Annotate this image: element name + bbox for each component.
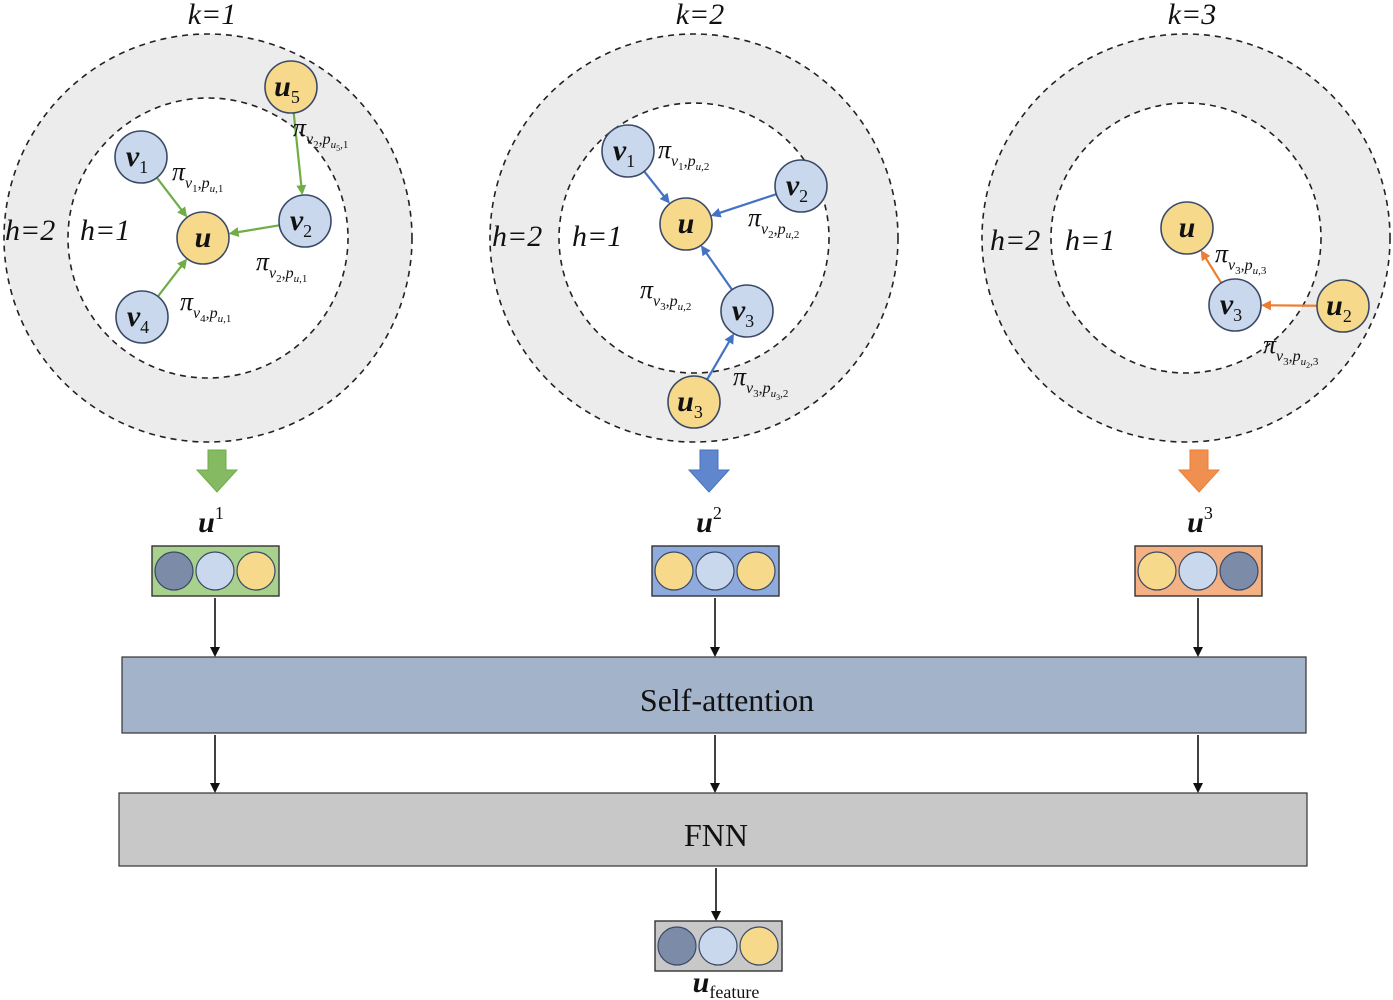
edge-weight-label: πv1,pu,2 — [658, 135, 709, 173]
down-arrow-icon — [195, 449, 239, 493]
edge-v2-to-u — [710, 193, 777, 218]
edge-weight-label: πv2,pu,2 — [748, 203, 799, 241]
node-label: u5 — [274, 70, 300, 107]
edge-v4-to-u — [157, 258, 188, 298]
edge-weight-label: πv4,pu,1 — [180, 287, 231, 325]
embedding-vector-k1 — [151, 545, 280, 597]
k-label: k=3 — [1168, 0, 1217, 31]
edge-weight-label: πv3,pu,3 — [1215, 239, 1267, 277]
edge-v3-to-u — [1200, 250, 1223, 284]
node-label: v1 — [126, 140, 148, 177]
panel-k3: k=3 h=2 h=1 πv3,pu,3 πv3,pu2,3 u v3 u2 u3 — [981, 0, 1391, 597]
edge-v1-to-u — [643, 170, 670, 204]
node-v3: v3 — [720, 284, 774, 338]
panels-layer: k=1 h=2 h=1 πv1,pu,1 πv2,pu,1 πv4,pu,1 πv2,pu5… — [3, 0, 1391, 597]
vector-cell — [154, 551, 194, 591]
node-label: u2 — [1326, 289, 1352, 326]
down-arrow-icon — [1177, 449, 1221, 493]
node-u3: u3 — [667, 375, 721, 429]
vector-cell — [1178, 551, 1218, 591]
node-v1: v1 — [601, 124, 655, 178]
node-v2: v2 — [774, 159, 828, 213]
vector-label: u1 — [198, 503, 224, 539]
output-layer: ufeature — [654, 868, 783, 1000]
edge-v1-to-u — [155, 176, 188, 218]
h1-label: h=1 — [80, 214, 130, 247]
fnn-box — [118, 792, 1308, 867]
vector-cell — [1219, 551, 1259, 591]
vector-cell — [698, 926, 738, 966]
vector-cell — [195, 551, 235, 591]
vector-label: u2 — [696, 503, 722, 539]
vector-cell — [236, 551, 276, 591]
edge-weight-label: πv3,pu2,3 — [1263, 330, 1319, 370]
node-label: u — [195, 221, 212, 254]
node-label: v3 — [1220, 288, 1242, 325]
h2-label: h=2 — [5, 214, 55, 247]
self-attention-box — [121, 656, 1307, 734]
edge-v3-to-u — [700, 245, 733, 291]
node-label: u — [1179, 211, 1196, 244]
down-arrow-icon — [687, 449, 731, 493]
node-label: v3 — [732, 294, 754, 331]
k-label: k=1 — [188, 0, 237, 31]
self-attention-label: Self-attention — [640, 682, 814, 718]
vector-cell — [654, 551, 694, 591]
node-label: v2 — [786, 169, 808, 206]
edge-weight-label: πv1,pu,1 — [172, 157, 223, 195]
panel-k2: k=2 h=2 h=1 πv1,pu,2 πv2,pu,2 πv3,pu,2 πv3,pu3… — [489, 0, 899, 597]
edge-weight-label: πv3,pu,2 — [640, 275, 691, 313]
node-label: v4 — [127, 300, 149, 337]
output-label: ufeature — [693, 966, 760, 1000]
node-v4: v4 — [115, 290, 169, 344]
node-u: u — [176, 211, 230, 265]
vector-label: u3 — [1187, 503, 1213, 539]
vector-cell — [657, 926, 697, 966]
edge-u3-to-v3 — [706, 333, 734, 381]
vector-cell — [739, 926, 779, 966]
edge-u2-to-v3 — [1260, 300, 1318, 311]
node-label: u — [678, 207, 695, 240]
node-u2: u2 — [1316, 279, 1370, 333]
node-v2: v2 — [278, 194, 332, 248]
vector-cell — [1137, 551, 1177, 591]
h2-label: h=2 — [990, 224, 1040, 257]
h1-label: h=1 — [572, 220, 622, 253]
flow-layer — [210, 598, 1203, 793]
node-u5: u5 — [264, 60, 318, 114]
fnn-label: FNN — [684, 817, 748, 853]
panel-k1: k=1 h=2 h=1 πv1,pu,1 πv2,pu,1 πv4,pu,1 πv2,pu5… — [3, 0, 413, 597]
edge-weight-label: πv3,pu3,2 — [733, 362, 788, 402]
k-label: k=2 — [676, 0, 725, 31]
h1-label: h=1 — [1065, 224, 1115, 257]
node-u: u — [1160, 201, 1214, 255]
node-label: v2 — [290, 204, 312, 241]
node-v1: v1 — [114, 130, 168, 184]
node-label: v1 — [613, 134, 635, 171]
node-u: u — [659, 197, 713, 251]
vector-cell — [736, 551, 776, 591]
embedding-vector-k2 — [651, 545, 780, 597]
vector-cell — [695, 551, 735, 591]
edge-weight-label: πv2,pu,1 — [256, 247, 307, 285]
node-label: u3 — [677, 385, 703, 422]
node-v3: v3 — [1208, 278, 1262, 332]
h2-label: h=2 — [492, 220, 542, 253]
edge-weight-label: πv2,pu5,1 — [293, 113, 348, 153]
embedding-vector-k3 — [1134, 545, 1263, 597]
edge-v2-to-u — [228, 224, 280, 238]
edge-u5-to-v2 — [292, 112, 307, 196]
